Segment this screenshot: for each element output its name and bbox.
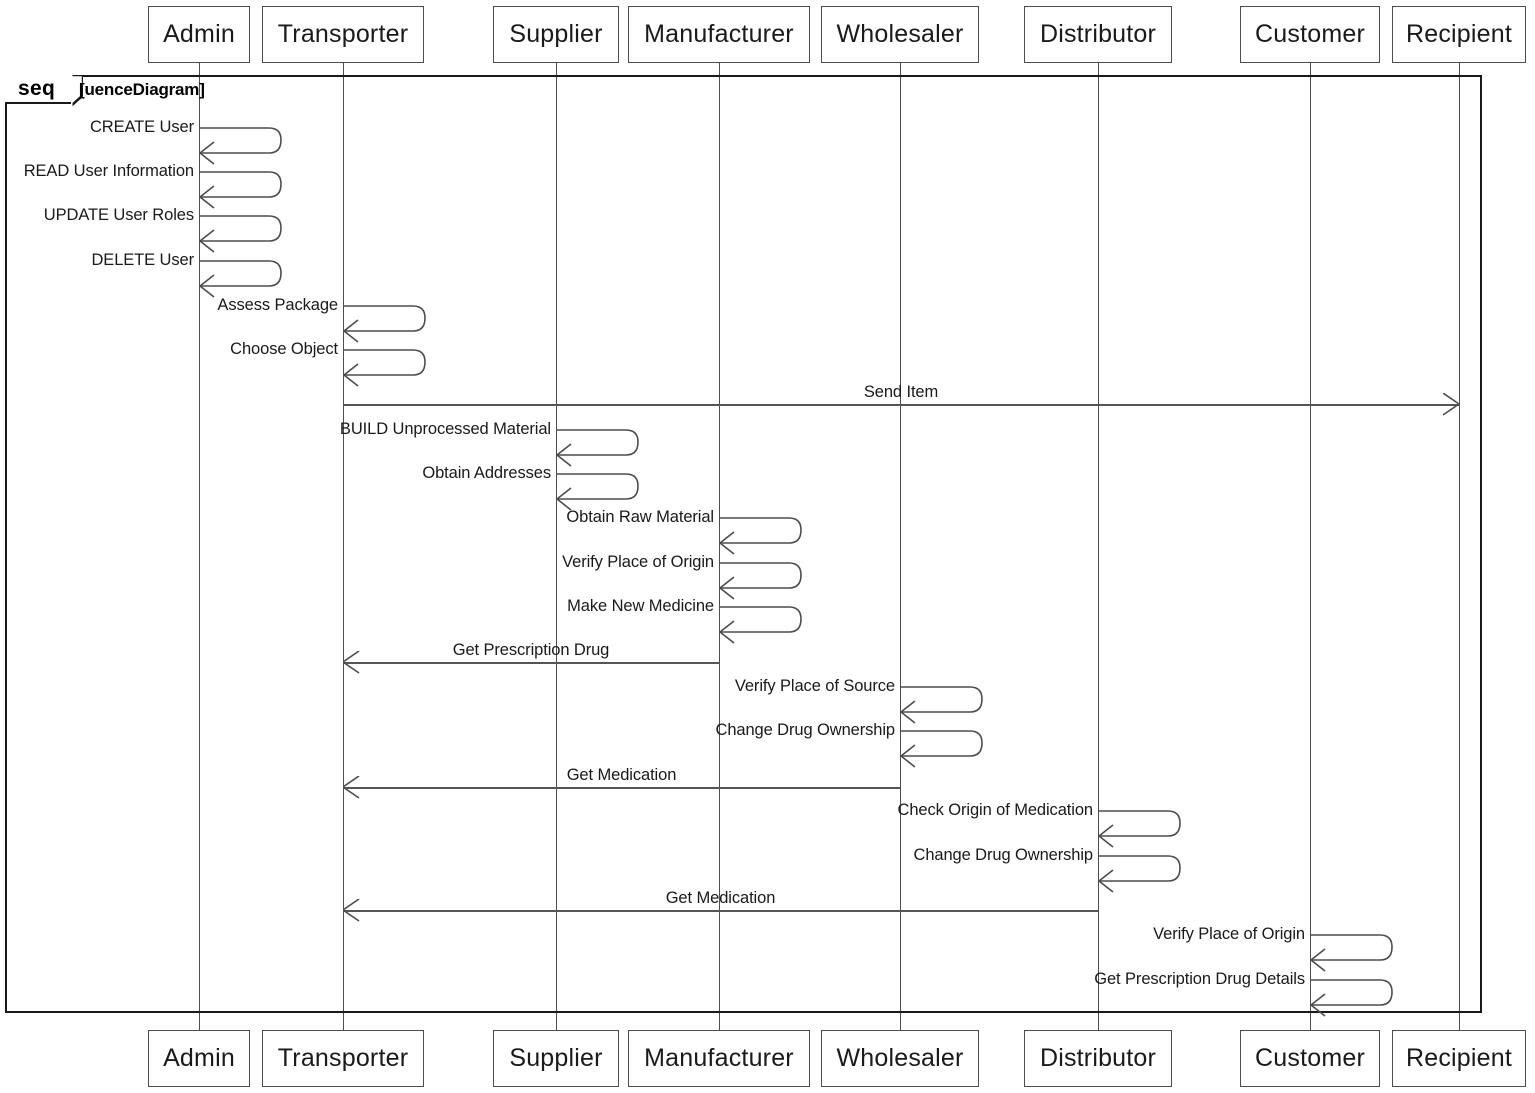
participant-box-manufacturer-footer[interactable]: Manufacturer: [628, 1030, 810, 1087]
participant-box-wholesaler-footer[interactable]: Wholesaler: [821, 1030, 979, 1087]
participant-box-admin[interactable]: Admin: [148, 6, 250, 63]
message-line[interactable]: [343, 662, 719, 664]
frame-operator-label: seq: [18, 76, 56, 100]
self-message[interactable]: [718, 516, 821, 566]
lifeline-admin: [199, 63, 200, 1030]
message-label: Get Medication: [566, 766, 677, 784]
participant-label: Distributor: [1039, 1044, 1157, 1072]
participant-label: Transporter: [277, 1044, 409, 1072]
frame-type-label: [uenceDiagram]: [79, 80, 205, 99]
participant-box-recipient-footer[interactable]: Recipient: [1392, 1030, 1526, 1087]
self-message-label: Obtain Raw Material: [566, 508, 714, 526]
lifeline-wholesaler: [900, 63, 901, 1030]
participant-box-supplier[interactable]: Supplier: [493, 6, 619, 63]
message-label: Send Item: [863, 383, 939, 401]
self-message-label: Verify Place of Origin: [1153, 925, 1305, 943]
frame-operator-tag: seq: [5, 75, 73, 104]
self-message-label: Verify Place of Source: [734, 677, 895, 695]
self-message-label: Get Prescription Drug Details: [1094, 970, 1305, 988]
participant-label: Recipient: [1405, 1044, 1513, 1072]
self-message-label: Change Drug Ownership: [913, 846, 1094, 864]
lifeline-recipient: [1459, 63, 1460, 1030]
participant-label: Supplier: [509, 1044, 603, 1072]
self-message[interactable]: [555, 428, 658, 478]
participant-label: Supplier: [509, 20, 603, 48]
message-label: Get Prescription Drug: [452, 641, 610, 659]
participant-box-distributor[interactable]: Distributor: [1024, 6, 1172, 63]
self-message-label: BUILD Unprocessed Material: [339, 420, 551, 438]
self-message-label: Verify Place of Origin: [562, 553, 714, 571]
self-message-label: DELETE User: [91, 251, 194, 269]
self-message[interactable]: [342, 304, 445, 354]
participant-label: Admin: [163, 20, 235, 48]
participant-label: Manufacturer: [644, 20, 794, 48]
arrowhead-icon: [343, 776, 360, 799]
message-label: Get Medication: [665, 889, 776, 907]
participant-label: Admin: [163, 1044, 235, 1072]
self-message-label: Change Drug Ownership: [715, 721, 896, 739]
self-message-label: Assess Package: [217, 296, 338, 314]
participant-box-recipient[interactable]: Recipient: [1392, 6, 1526, 63]
message-line[interactable]: [343, 787, 900, 789]
participant-box-wholesaler[interactable]: Wholesaler: [821, 6, 979, 63]
participant-box-distributor-footer[interactable]: Distributor: [1024, 1030, 1172, 1087]
self-message[interactable]: [198, 259, 301, 309]
participant-label: Customer: [1255, 20, 1365, 48]
participant-box-admin-footer[interactable]: Admin: [148, 1030, 250, 1087]
self-message[interactable]: [718, 561, 821, 611]
self-message[interactable]: [198, 170, 301, 220]
self-message-label: Choose Object: [230, 340, 338, 358]
self-message[interactable]: [1309, 978, 1412, 1028]
self-message[interactable]: [899, 729, 1002, 779]
participant-label: Wholesaler: [836, 20, 964, 48]
self-message[interactable]: [198, 126, 301, 176]
message-line[interactable]: [343, 910, 1098, 912]
participant-label: Wholesaler: [836, 1044, 964, 1072]
participant-box-manufacturer[interactable]: Manufacturer: [628, 6, 810, 63]
participant-label: Transporter: [277, 20, 409, 48]
arrowhead-icon: [343, 899, 360, 922]
self-message-label: Obtain Addresses: [422, 464, 551, 482]
sequence-frame: [5, 75, 1482, 1013]
participant-label: Distributor: [1039, 20, 1157, 48]
participant-box-supplier-footer[interactable]: Supplier: [493, 1030, 619, 1087]
self-message[interactable]: [1097, 854, 1200, 904]
lifeline-distributor: [1098, 63, 1099, 1030]
self-message-label: CREATE User: [89, 118, 194, 136]
arrowhead-icon: [343, 651, 360, 674]
self-message[interactable]: [1097, 809, 1200, 859]
self-message[interactable]: [1309, 933, 1412, 983]
participant-label: Customer: [1255, 1044, 1365, 1072]
self-message-label: Make New Medicine: [567, 597, 714, 615]
participant-box-transporter-footer[interactable]: Transporter: [262, 1030, 424, 1087]
self-message[interactable]: [342, 348, 445, 398]
self-message-label: READ User Information: [23, 162, 194, 180]
lifeline-supplier: [556, 63, 557, 1030]
self-message[interactable]: [718, 605, 821, 655]
self-message[interactable]: [198, 214, 301, 264]
lifeline-customer: [1310, 63, 1311, 1030]
participant-label: Manufacturer: [644, 1044, 794, 1072]
self-message-label: Check Origin of Medication: [897, 801, 1094, 819]
frame-tag-notch-icon: [71, 75, 83, 106]
self-message[interactable]: [555, 472, 658, 522]
participant-box-customer-footer[interactable]: Customer: [1240, 1030, 1380, 1087]
self-message[interactable]: [899, 685, 1002, 735]
participant-box-customer[interactable]: Customer: [1240, 6, 1380, 63]
participant-box-transporter[interactable]: Transporter: [262, 6, 424, 63]
lifeline-manufacturer: [719, 63, 720, 1030]
lifeline-transporter: [343, 63, 344, 1030]
self-message-label: UPDATE User Roles: [43, 206, 194, 224]
participant-label: Recipient: [1405, 20, 1513, 48]
arrowhead-icon: [1443, 393, 1461, 416]
message-line[interactable]: [343, 404, 1459, 406]
